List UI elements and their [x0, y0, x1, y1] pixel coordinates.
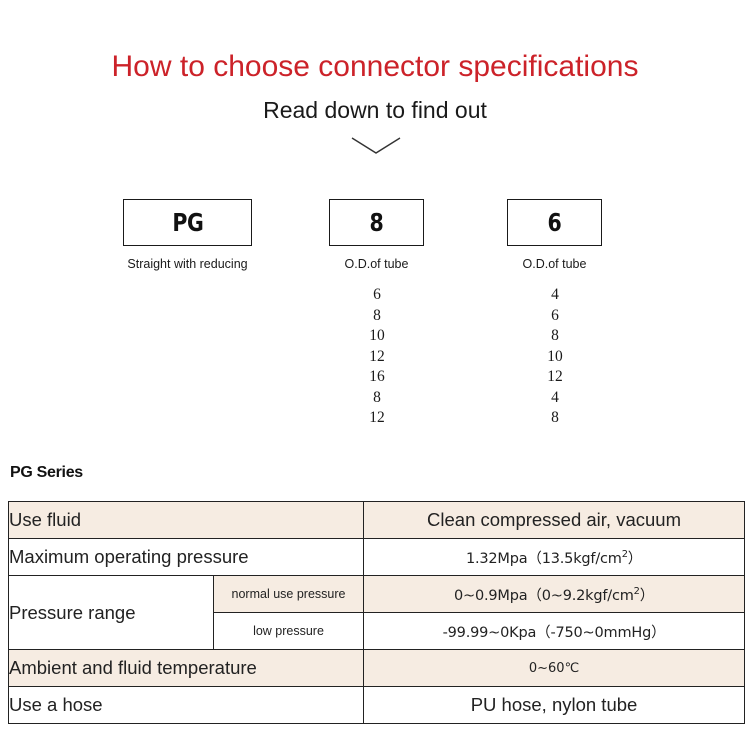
code-box-size-first: 8	[329, 199, 424, 246]
spec-value-normal-use-pressure: 0~0.9Mpa（0~9.2kgf/cm2）	[363, 575, 746, 613]
table-row: Use a hose PU hose, nylon tube	[7, 686, 746, 724]
code-box-size-second: 6	[507, 199, 602, 246]
spec-label-max-pressure: Maximum operating pressure	[7, 538, 365, 576]
code-box-size-second-caption: O.D.of tube	[522, 257, 587, 271]
code-box-size-first-caption: O.D.of tube	[344, 257, 409, 271]
code-box-series: PG	[123, 199, 252, 246]
spec-section-heading: PG Series	[10, 464, 83, 481]
list-item: 10	[547, 347, 563, 365]
list-item: 4	[551, 388, 559, 406]
page-subtitle: Read down to find out	[263, 97, 487, 123]
table-row: Pressure range normal use pressure 0~0.9…	[8, 575, 746, 650]
list-item: 8	[551, 327, 559, 344]
list-item: 8	[373, 388, 381, 406]
spec-sublabel-low-pressure: low pressure	[212, 612, 365, 650]
spec-label-use-a-hose: Use a hose	[7, 686, 365, 724]
code-box-series-value: PG	[171, 208, 204, 237]
spec-label-pressure-range: Pressure range	[8, 575, 214, 650]
list-item: 8	[373, 306, 381, 324]
spec-value-max-pressure: 1.32Mpa（13.5kgf/cm2）	[363, 538, 746, 576]
list-item: 6	[373, 286, 381, 303]
spec-label-temperature: Ambient and fluid temperature	[7, 649, 365, 687]
table-row: Use fluid Clean compressed air, vacuum	[7, 501, 746, 539]
spec-value-low-pressure: -99.99~0Kpa（-750~0mmHg）	[363, 612, 746, 650]
list-item: 6	[551, 306, 559, 324]
spec-value-use-fluid: Clean compressed air, vacuum	[363, 501, 746, 539]
tube-od-first-column: 6 8 10 12 16 8 12	[332, 285, 422, 429]
list-item: 12	[369, 347, 385, 365]
list-item: 8	[551, 409, 559, 426]
spec-sublabel-normal-use-pressure: normal use pressure	[212, 575, 365, 613]
code-box-size-first-value: 8	[369, 208, 384, 237]
table-row: low pressure -99.99~0Kpa（-750~0mmHg）	[9, 612, 746, 650]
code-box-series-caption: Straight with reducing	[127, 257, 248, 271]
chevron-down-icon	[350, 136, 402, 156]
list-item: 16	[369, 368, 385, 385]
spec-table: Use fluid Clean compressed air, vacuum M…	[7, 501, 746, 724]
spec-value-use-a-hose: PU hose, nylon tube	[363, 686, 746, 724]
table-row: Maximum operating pressure 1.32Mpa（13.5k…	[7, 538, 746, 576]
list-item: 10	[369, 327, 385, 344]
spec-label-use-fluid: Use fluid	[7, 501, 365, 539]
table-row: Ambient and fluid temperature 0~60℃	[7, 649, 746, 687]
tube-od-second-column: 4 6 8 10 12 4 8	[510, 285, 600, 429]
code-box-size-second-value: 6	[547, 208, 562, 237]
list-item: 4	[551, 286, 559, 303]
list-item: 12	[547, 368, 563, 385]
list-item: 12	[369, 409, 385, 426]
page-title: How to choose connector specifications	[111, 50, 639, 83]
spec-value-temperature: 0~60℃	[363, 649, 746, 687]
